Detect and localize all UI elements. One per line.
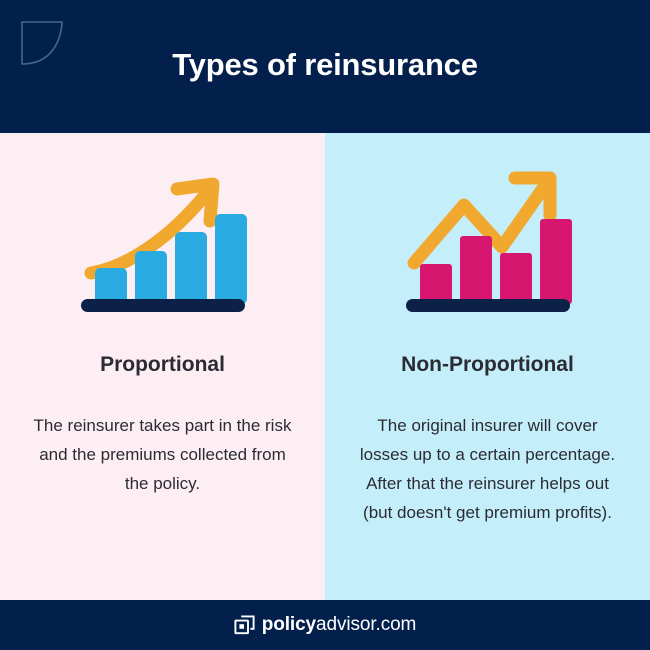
footer-wordmark: policyadvisor.com: [262, 614, 417, 636]
footer-logo[interactable]: policyadvisor.com: [234, 614, 417, 636]
panel-heading-non-proportional: Non-Proportional: [401, 353, 574, 376]
footer-brand-light: advisor.com: [316, 614, 417, 635]
bar-chart-zigzag-arrow-icon: [398, 163, 578, 323]
bar-chart-rising-curved-arrow-icon: [73, 163, 253, 323]
footer-brand-strong: policy: [261, 614, 317, 635]
page-title: Types of reinsurance: [172, 47, 478, 82]
panel-body-proportional: The reinsurer takes part in the risk and…: [33, 416, 292, 493]
quarter-arc-shield-outline-icon: [20, 20, 64, 66]
footer-bar: policyadvisor.com: [0, 600, 650, 650]
panels-container: Proportional The reinsurer takes part in…: [0, 133, 650, 600]
header-bar: Types of reinsurance: [0, 0, 650, 133]
panel-body-non-proportional: The original insurer will cover losses u…: [359, 416, 616, 522]
panel-proportional: Proportional The reinsurer takes part in…: [0, 133, 325, 600]
overlapping-squares-logo-icon: [234, 614, 255, 636]
panel-non-proportional: Non-Proportional The original insurer wi…: [325, 133, 650, 600]
panel-heading-proportional: Proportional: [100, 353, 225, 376]
